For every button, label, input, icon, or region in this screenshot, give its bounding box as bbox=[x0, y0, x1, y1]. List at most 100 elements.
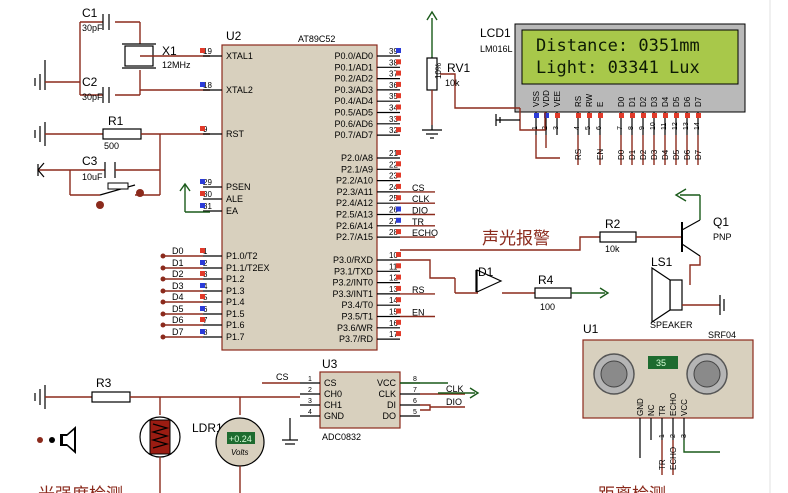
pin-state-marker bbox=[663, 113, 668, 118]
rv1-pot: RV1 10k 10% bbox=[422, 10, 546, 139]
pin-state-marker bbox=[396, 206, 401, 212]
mcu-pin-name: P2.0/A8 bbox=[341, 153, 373, 163]
mcu-pin-name: P1.2 bbox=[226, 274, 245, 284]
mcu-pin-number: 23 bbox=[389, 172, 398, 181]
mcu-pin-number: 7 bbox=[203, 316, 208, 325]
pin-state-marker bbox=[200, 329, 205, 334]
adc-net-label: CS bbox=[276, 372, 289, 382]
junction-dot bbox=[160, 253, 166, 259]
pin-state-marker bbox=[200, 317, 205, 322]
adc-part: ADC0832 bbox=[322, 432, 361, 442]
mcu-pin-number: 30 bbox=[203, 190, 212, 199]
p2-net-label: CLK bbox=[412, 194, 430, 204]
pin-state-marker bbox=[396, 127, 401, 133]
p3-net-label: RS bbox=[412, 285, 425, 295]
adc-pin-name: CH0 bbox=[324, 389, 342, 399]
mcu-pin-name: P0.0/AD0 bbox=[334, 51, 373, 61]
adc-pin-number: 5 bbox=[413, 409, 417, 416]
mcu-pin-number: 1 bbox=[203, 247, 208, 256]
mcu-pin-number: 18 bbox=[203, 81, 212, 90]
pin-state-marker bbox=[396, 81, 401, 87]
sonar-net-label: ECHO bbox=[669, 447, 678, 470]
lcd-line1: Distance: 0351mm bbox=[536, 36, 700, 56]
adc-ref: U3 bbox=[322, 357, 338, 371]
junction-dot bbox=[160, 288, 166, 294]
x1-value: 12MHz bbox=[162, 60, 191, 70]
adc-di-wire bbox=[420, 404, 431, 411]
pin-state-marker bbox=[396, 274, 401, 280]
mcu-pin-number: 11 bbox=[389, 262, 398, 271]
pin-state-marker bbox=[685, 113, 690, 118]
adc-pin-number: 4 bbox=[308, 409, 312, 416]
pin-state-marker bbox=[587, 113, 592, 118]
lcd-module: Distance: 0351mm Light: 03341 Lux LCD1 L… bbox=[480, 23, 746, 165]
pin-state-marker bbox=[396, 161, 401, 167]
pin-state-marker bbox=[396, 308, 401, 314]
mcu-pin-number: 24 bbox=[389, 183, 398, 192]
pin-state-marker bbox=[576, 113, 581, 118]
lcd-net-label: D6 bbox=[683, 149, 692, 160]
c3-label: C3 bbox=[82, 154, 98, 168]
pin-state-marker bbox=[396, 195, 401, 201]
pin-state-marker bbox=[696, 113, 701, 118]
mcu-pin-name: P0.4/AD4 bbox=[334, 96, 373, 106]
lcd-net-label: RS bbox=[574, 149, 583, 160]
pin-state-marker bbox=[200, 294, 205, 299]
mcu-pin-number: 21 bbox=[389, 149, 398, 158]
pin-state-marker bbox=[396, 59, 401, 65]
sonar-pin-number: 1 bbox=[659, 434, 666, 438]
lcd-pin-number: 12 bbox=[672, 122, 679, 130]
meter-reading: +0.24 bbox=[229, 434, 252, 444]
adc-pin-name: CLK bbox=[378, 389, 396, 399]
mcu-pin-number: 13 bbox=[389, 285, 398, 294]
adc-pin-name: DO bbox=[383, 411, 397, 421]
light-title: 光强度检测 bbox=[38, 485, 123, 493]
adc-pin-name: GND bbox=[324, 411, 345, 421]
sonar-pin-name: ECHO bbox=[669, 393, 678, 416]
mcu-pin-name: P2.4/A12 bbox=[336, 198, 373, 208]
sonar-pin-name: VCC bbox=[680, 399, 689, 416]
mcu-pin-number: 22 bbox=[389, 160, 398, 169]
alarm-title: 声光报警 bbox=[482, 229, 550, 249]
mcu-pin-name: P1.3 bbox=[226, 286, 245, 296]
mcu-pin-name: P1.4 bbox=[226, 297, 245, 307]
r4-ref: R4 bbox=[538, 273, 554, 287]
p1-net-label: D0 bbox=[172, 246, 184, 256]
mcu-pin-name: P0.6/AD6 bbox=[334, 119, 373, 129]
lcd-pin-number: 5 bbox=[585, 126, 592, 130]
pin-state-marker bbox=[396, 331, 401, 337]
c3-value: 10uF bbox=[82, 172, 103, 182]
mcu-pin-number: 4 bbox=[203, 282, 208, 291]
c2-value: 30pF bbox=[82, 92, 103, 102]
pin-state-marker bbox=[674, 113, 679, 118]
mcu-pin-number: 5 bbox=[203, 293, 208, 302]
lcd-pin-name: RS bbox=[574, 96, 583, 107]
pin-state-marker bbox=[544, 113, 549, 118]
mcu-pin-name: P3.6/WR bbox=[337, 323, 374, 333]
ls1-ref: LS1 bbox=[651, 255, 673, 269]
mcu-pin-name: P0.3/AD3 bbox=[334, 85, 373, 95]
mcu-chip: U2 AT89C52 XTAL119XTAL218RST9PSEN29ALE30… bbox=[160, 29, 438, 351]
c1-value: 30pF bbox=[82, 23, 103, 33]
q1-type: PNP bbox=[713, 232, 732, 242]
pin-state-marker bbox=[396, 252, 401, 257]
pin-state-marker bbox=[396, 285, 401, 291]
lcd-net-label: D2 bbox=[639, 149, 648, 160]
lcd-pin-name: D2 bbox=[639, 96, 648, 107]
adc-pin-name: CS bbox=[324, 378, 337, 388]
mcu-pin-name: P0.2/AD2 bbox=[334, 74, 373, 84]
mcu-pin-name: P3.1/TXD bbox=[334, 266, 374, 276]
pin-state-marker bbox=[534, 113, 539, 118]
mcu-pin-number: 34 bbox=[389, 104, 398, 113]
sonar-pin-name: TR bbox=[658, 405, 667, 416]
pin-state-marker bbox=[396, 229, 401, 235]
lcd-pin-number: 14 bbox=[694, 122, 701, 130]
lcd-pin-name: D1 bbox=[628, 96, 637, 107]
d1-ref: D1 bbox=[478, 265, 494, 279]
mcu-pin-name: P0.7/AD7 bbox=[334, 130, 373, 140]
pin-state-marker bbox=[641, 113, 646, 118]
pin-state-marker bbox=[555, 113, 560, 118]
